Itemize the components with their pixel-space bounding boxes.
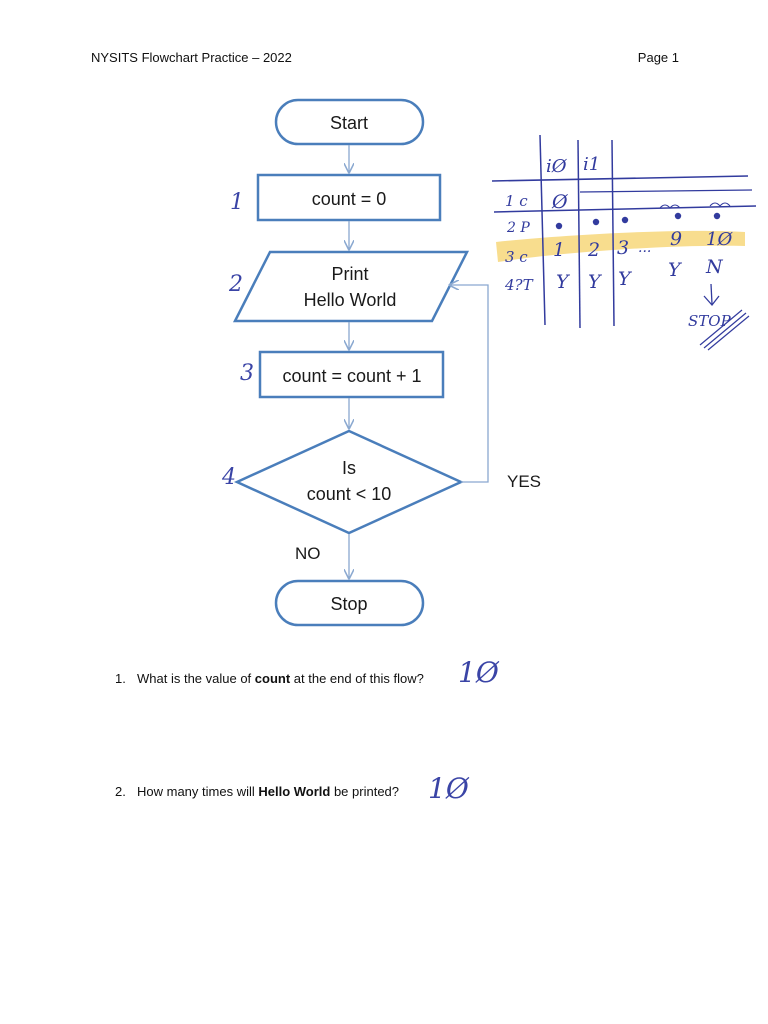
- print-io-shape: [232, 250, 470, 323]
- question-1-answer: 1Ø: [458, 656, 499, 689]
- step-number-1: 1: [230, 190, 244, 215]
- step-number-2: 2: [229, 272, 243, 297]
- decision-label-line1: Is: [342, 458, 356, 478]
- stop-label: Stop: [330, 594, 367, 614]
- stop-terminator: [274, 579, 425, 627]
- question-2-text-bold: Hello World: [258, 784, 331, 799]
- question-1-text-bold: count: [254, 671, 291, 686]
- print-label-line1: Print: [331, 264, 368, 284]
- question-1-text-pre: What is the value of: [137, 671, 255, 686]
- decision-label-line2: count < 10: [307, 484, 392, 504]
- print-label-line2: Hello World: [304, 290, 397, 310]
- document-title: NYSITS Flowchart Practice – 2022: [91, 50, 292, 65]
- init-process-box: [256, 173, 442, 222]
- question-2-text-post: be printed?: [330, 784, 400, 799]
- question-1: 1. What is the value of count at the end …: [115, 671, 424, 686]
- question-2-answer: 1Ø: [428, 772, 469, 805]
- flowchart: Start count = 0 Print Hello World count …: [232, 98, 541, 627]
- yes-label: YES: [507, 472, 541, 491]
- increment-label: count = count + 1: [282, 366, 421, 386]
- start-terminator: [274, 98, 425, 146]
- question-2-number: 2.: [115, 784, 126, 799]
- question-2: 2. How many times will Hello World be pri…: [115, 784, 399, 799]
- decision-diamond: [233, 429, 465, 535]
- no-label: NO: [295, 544, 321, 563]
- step-number-3: 3: [240, 361, 254, 386]
- question-1-text-post: at the end of this flow?: [290, 671, 424, 686]
- increment-process-box: [258, 350, 445, 399]
- question-2-text-pre: How many times will: [137, 784, 259, 799]
- page-number: Page 1: [637, 50, 679, 65]
- yes-loop-connector: [450, 285, 489, 483]
- question-1-number: 1.: [115, 671, 126, 686]
- init-label: count = 0: [312, 189, 387, 209]
- step-number-4: 4: [222, 465, 236, 490]
- start-label: Start: [330, 113, 368, 133]
